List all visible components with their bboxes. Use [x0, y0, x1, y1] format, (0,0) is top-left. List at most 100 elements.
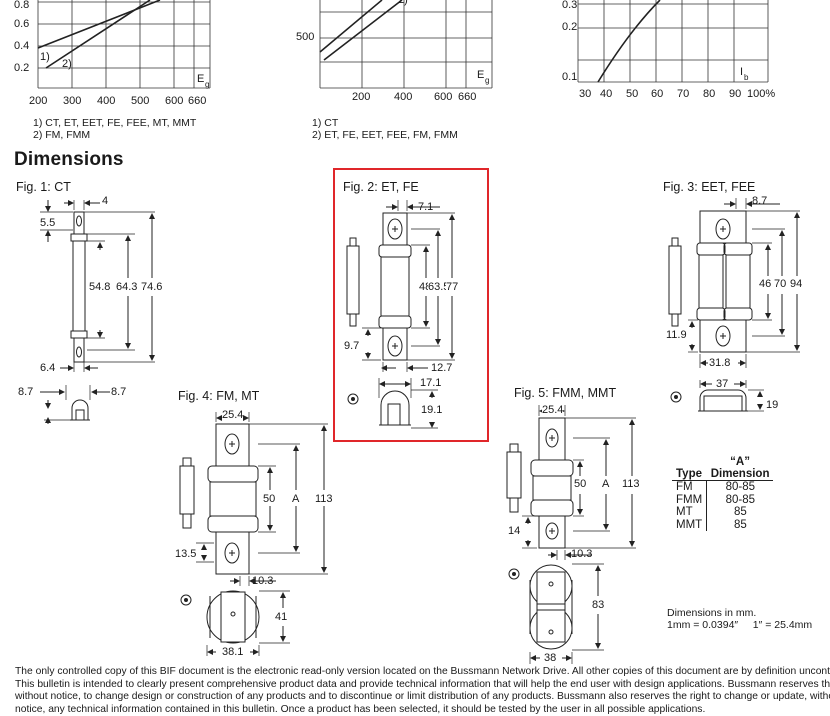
chart-right-xtick: 90 [729, 89, 741, 100]
chart-right-xtick: 50 [626, 89, 638, 100]
table-cell-value: 85 [707, 506, 774, 519]
chart-middle-xlabel-sub: g [485, 77, 489, 85]
table-cell-value: 80-85 [707, 481, 774, 494]
units-note-line1: Dimensions in mm. [667, 608, 756, 619]
chart-middle-xlabel: E [477, 70, 484, 81]
chart-middle-xtick: 400 [394, 92, 412, 103]
chart-right-xtick: 80 [703, 89, 715, 100]
chart-left-ytick: 0.6 [14, 19, 29, 30]
table-row: FM 80-85 [672, 481, 773, 494]
chart-left-ytick: 0.4 [14, 41, 29, 52]
fig4-title: Fig. 4: FM, MT [178, 390, 259, 403]
dim-label: 74.6 [141, 282, 162, 293]
dim-label: 8.7 [752, 196, 767, 207]
dim-label: A [602, 479, 609, 490]
table-header-a: “A” [707, 456, 774, 468]
dim-label: 10.3 [571, 549, 592, 560]
chart-left-ytick: 0.8 [14, 0, 29, 11]
chart-right-xlabel: I [740, 67, 743, 78]
dim-label: 113 [622, 479, 640, 490]
chart-right-ytick: 0.3 [562, 0, 577, 11]
chart-middle-curve-1 [320, 0, 382, 52]
dim-label: 10.3 [252, 576, 273, 587]
units-note-line2: 1mm = 0.0394″ 1″ = 25.4mm [667, 620, 812, 631]
fig1-title: Fig. 1: CT [16, 181, 71, 194]
dim-label: 11.9 [666, 330, 687, 341]
chart-right-ytick: 0.2 [562, 22, 577, 33]
chart-left-xtick: 600 [165, 96, 183, 107]
table-row: MMT 85 [672, 519, 773, 532]
chart-left-ytick: 0.2 [14, 63, 29, 74]
fig5-drawing [507, 405, 636, 664]
dim-label: 94 [790, 279, 802, 290]
chart-left-xlabel: E [197, 74, 204, 85]
footer-line: without notice, to change design or cons… [15, 691, 825, 704]
chart-right-xtick: 30 [579, 89, 591, 100]
chart-left-xtick: 500 [131, 96, 149, 107]
table-header-dimension: Dimension [707, 468, 774, 481]
fig3-drawing [669, 198, 800, 411]
dim-label: 38 [544, 653, 556, 664]
dim-label: 19 [766, 400, 778, 411]
chart-middle-curve-2 [324, 0, 402, 60]
footer-disclaimer: The only controlled copy of this BIF doc… [15, 666, 825, 716]
chart-right-xlabel-sub: b [744, 74, 748, 82]
table-cell-type: FM [672, 481, 707, 494]
dim-label: 31.8 [709, 358, 730, 369]
dim-label: 14 [508, 526, 520, 537]
dim-label: 83 [592, 600, 604, 611]
chart-right-ytick: 0.1 [562, 72, 577, 83]
chart-left-xtick: 660 [188, 96, 206, 107]
fig4-drawing [180, 412, 328, 656]
table-row: MT 85 [672, 506, 773, 519]
dim-label: 13.5 [175, 549, 196, 560]
chart-middle-xtick: 660 [458, 92, 476, 103]
dim-label: 46 [759, 279, 771, 290]
chart-left-xlabel-sub: g [205, 81, 209, 89]
chart-middle-ytick: 500 [296, 32, 314, 43]
dimension-table: “A” Type Dimension FM 80-85 FMM 80-85 MT… [672, 456, 773, 531]
dim-label: 25.4 [222, 410, 243, 421]
dim-label: 113 [315, 494, 333, 505]
fig5-title: Fig. 5: FMM, MMT [514, 387, 616, 400]
page-title: Dimensions [14, 150, 124, 169]
dim-label: A [292, 494, 299, 505]
chart-middle-xtick: 600 [434, 92, 452, 103]
chart-left-legend: 1) CT, ET, EET, FE, FEE, MT, MMT [33, 117, 196, 129]
dim-label: 8.7 [18, 387, 33, 398]
dim-label: 6.4 [40, 363, 55, 374]
table-row: FMM 80-85 [672, 494, 773, 507]
dim-label: 54.8 [89, 282, 110, 293]
footer-line: notice, any technical information contai… [15, 704, 825, 716]
chart-right-curve [598, 0, 660, 82]
dim-label: 70 [774, 279, 786, 290]
table-cell-type: FMM [672, 494, 707, 507]
footer-line: The only controlled copy of this BIF doc… [15, 666, 825, 679]
table-header-blank [672, 456, 707, 468]
table-cell-value: 85 [707, 519, 774, 532]
chart-middle-legend: 1) CT [312, 117, 338, 129]
chart-middle-curve-label: 2) [398, 0, 408, 6]
table-cell-value: 80-85 [707, 494, 774, 507]
chart-middle-xtick: 200 [352, 92, 370, 103]
chart-left-xtick: 200 [29, 96, 47, 107]
chart-left-curve-label: 1) [40, 52, 50, 63]
dim-label: 25.4 [542, 405, 563, 416]
dim-label: 50 [263, 494, 275, 505]
chart-left-legend: 2) FM, FMM [33, 129, 90, 141]
fig2-highlight-box [333, 168, 489, 442]
chart-right-xtick: 60 [651, 89, 663, 100]
table-cell-type: MMT [672, 519, 707, 532]
chart-right-xtick: 70 [677, 89, 689, 100]
chart-right-xtick: 40 [600, 89, 612, 100]
chart-middle-legend: 2) ET, FE, EET, FEE, FM, FMM [312, 129, 458, 141]
dim-label: 50 [574, 479, 586, 490]
fig3-title: Fig. 3: EET, FEE [663, 181, 755, 194]
dim-label: 5.5 [40, 218, 55, 229]
chart-left-curve-label: 2) [62, 59, 72, 70]
dim-label: 37 [716, 379, 728, 390]
chart-right-xtick: 100% [747, 89, 775, 100]
chart-left-xtick: 400 [97, 96, 115, 107]
dim-label: 38.1 [222, 647, 243, 658]
chart-left-grid [38, 0, 210, 88]
